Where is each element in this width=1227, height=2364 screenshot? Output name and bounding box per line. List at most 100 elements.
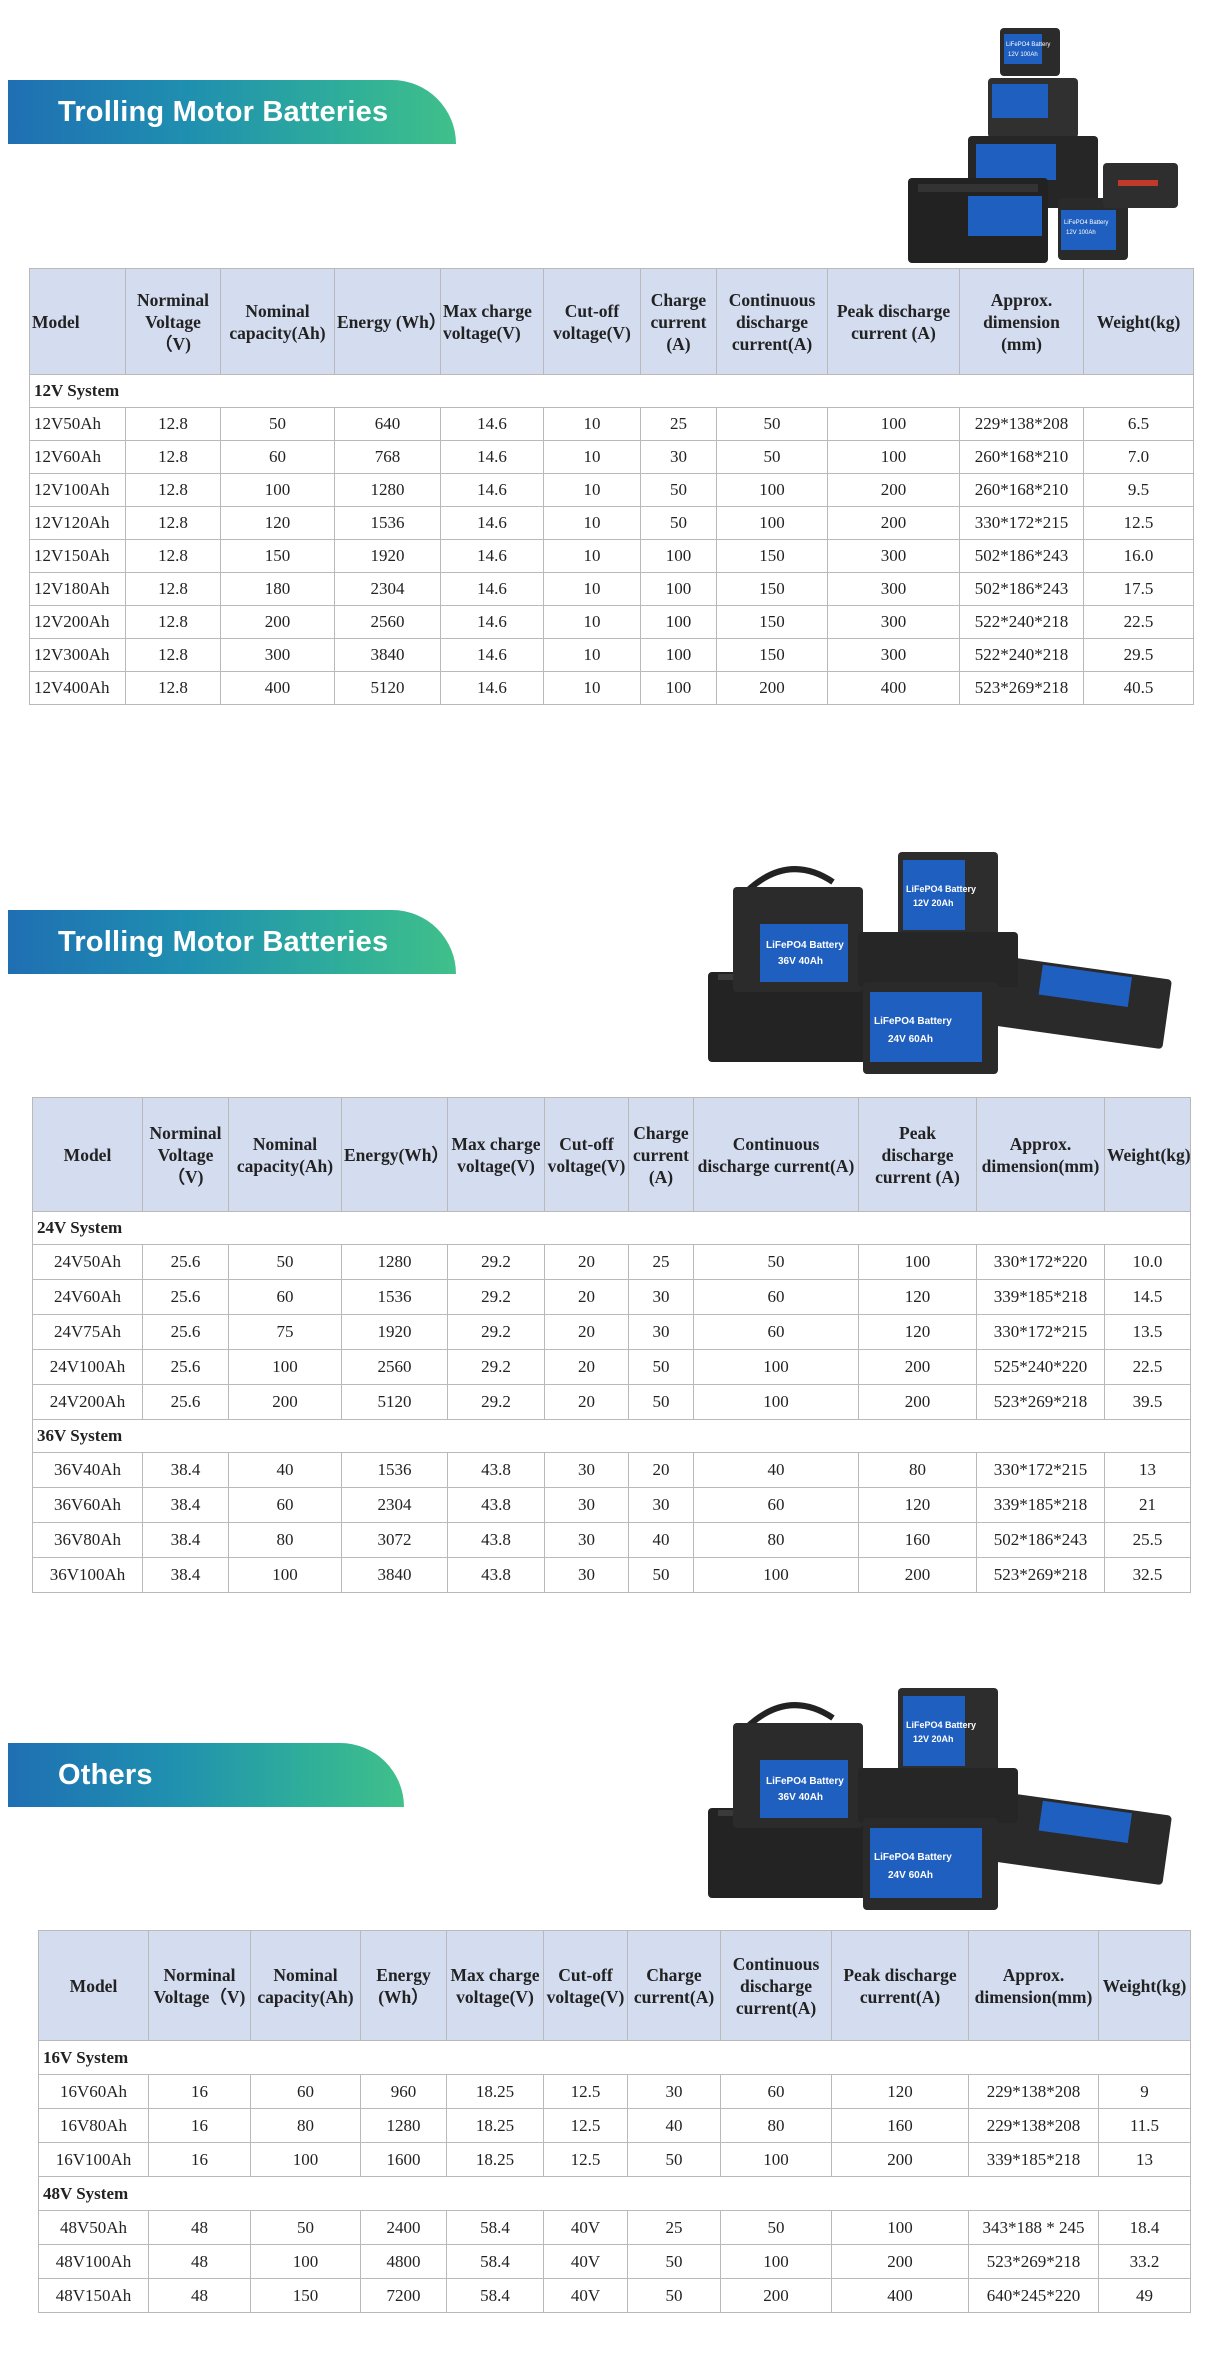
spec-cell: 14.6 [440, 506, 544, 540]
spec-cell: 523*269*218 [976, 1557, 1105, 1593]
svg-text:12V 100Ah: 12V 100Ah [1008, 52, 1038, 58]
model-cell: 12V60Ah [29, 440, 126, 474]
spec-cell: 330*172*220 [976, 1244, 1105, 1280]
spec-cell: 10 [543, 572, 641, 606]
spec-cell: 13.5 [1104, 1314, 1191, 1350]
header-weight: Weight(kg) [1083, 268, 1194, 375]
header-charge-current: Charge current (A) [628, 1097, 694, 1212]
spec-cell: 10 [543, 638, 641, 672]
group-label: 24V System [32, 1211, 1191, 1245]
spec-cell: 1536 [334, 506, 441, 540]
header-charge-current: Charge current (A) [640, 268, 717, 375]
spec-cell: 25.6 [142, 1279, 229, 1315]
spec-cell: 60 [693, 1487, 859, 1523]
spec-cell: 12.8 [125, 506, 221, 540]
spec-cell: 18.25 [446, 2074, 544, 2109]
spec-cell: 25.6 [142, 1244, 229, 1280]
spec-cell: 30 [544, 1452, 629, 1488]
spec-cell: 100 [716, 506, 828, 540]
spec-cell: 2560 [341, 1349, 448, 1385]
svg-text:24V 60Ah: 24V 60Ah [888, 1034, 933, 1045]
spec-cell: 150 [716, 638, 828, 672]
header-weight: Weight(kg) [1104, 1097, 1191, 1212]
spec-cell: 50 [627, 2278, 721, 2313]
spec-cell: 522*240*218 [959, 605, 1084, 639]
spec-cell: 18.25 [446, 2108, 544, 2143]
model-cell: 36V80Ah [32, 1522, 143, 1558]
section-banner: Trolling Motor Batteries [8, 910, 456, 974]
spec-cell: 150 [716, 539, 828, 573]
spec-cell: 29.2 [447, 1384, 545, 1420]
spec-cell: 43.8 [447, 1557, 545, 1593]
spec-cell: 120 [858, 1314, 977, 1350]
spec-cell: 16.0 [1083, 539, 1194, 573]
spec-cell: 100 [858, 1244, 977, 1280]
model-cell: 12V150Ah [29, 539, 126, 573]
spec-cell: 30 [544, 1487, 629, 1523]
spec-cell: 200 [228, 1384, 342, 1420]
spec-cell: 3840 [341, 1557, 448, 1593]
spec-cell: 522*240*218 [959, 638, 1084, 672]
svg-text:LiFePO4 Battery: LiFePO4 Battery [906, 884, 976, 894]
spec-cell: 50 [628, 1384, 694, 1420]
spec-cell: 640 [334, 407, 441, 441]
spec-table-24v-36v: Model Norminal Voltage （V) Nominal capac… [32, 1097, 1191, 1593]
spec-cell: 50 [628, 1349, 694, 1385]
model-cell: 24V60Ah [32, 1279, 143, 1315]
spec-cell: 40V [543, 2210, 628, 2245]
header-peak: Peak discharge current (A) [858, 1097, 977, 1212]
spec-cell: 343*188 * 245 [968, 2210, 1099, 2245]
spec-cell: 29.5 [1083, 638, 1194, 672]
spec-cell: 300 [827, 572, 960, 606]
spec-cell: 16 [148, 2108, 251, 2143]
spec-cell: 29.2 [447, 1314, 545, 1350]
section-banner: Trolling Motor Batteries [8, 80, 456, 144]
header-energy: Energy (Wh） [334, 268, 441, 375]
spec-cell: 339*185*218 [968, 2142, 1099, 2177]
spec-cell: 200 [827, 506, 960, 540]
spec-cell: 229*138*208 [968, 2108, 1099, 2143]
spec-cell: 43.8 [447, 1522, 545, 1558]
group-header-row: 24V System [32, 1211, 1191, 1245]
spec-cell: 14.5 [1104, 1279, 1191, 1315]
spec-cell: 12.8 [125, 671, 221, 705]
spec-cell: 20 [544, 1349, 629, 1385]
model-cell: 16V100Ah [38, 2142, 149, 2177]
model-cell: 24V200Ah [32, 1384, 143, 1420]
spec-cell: 3840 [334, 638, 441, 672]
spec-cell: 40V [543, 2278, 628, 2313]
spec-cell: 5120 [341, 1384, 448, 1420]
spec-cell: 12.8 [125, 605, 221, 639]
spec-cell: 43.8 [447, 1452, 545, 1488]
spec-cell: 21 [1104, 1487, 1191, 1523]
header-energy: Energy(Wh） [341, 1097, 448, 1212]
group-label: 48V System [38, 2176, 1191, 2211]
svg-text:12V 20Ah: 12V 20Ah [913, 1734, 954, 1744]
spec-cell: 200 [858, 1557, 977, 1593]
spec-cell: 200 [220, 605, 335, 639]
spec-cell: 120 [858, 1279, 977, 1315]
spec-cell: 48 [148, 2278, 251, 2313]
spec-cell: 6.5 [1083, 407, 1194, 441]
header-voltage: Norminal Voltage （V) [125, 268, 221, 375]
spec-cell: 38.4 [142, 1557, 229, 1593]
spec-cell: 260*168*210 [959, 440, 1084, 474]
spec-cell: 4800 [360, 2244, 447, 2279]
spec-cell: 400 [831, 2278, 969, 2313]
spec-cell: 60 [250, 2074, 361, 2109]
spec-cell: 100 [228, 1557, 342, 1593]
spec-cell: 100 [716, 473, 828, 507]
stacked-battery-product-photo: LiFePO4 Battery 12V 100Ah LiFePO4 Batter… [908, 18, 1193, 268]
spec-cell: 50 [720, 2210, 832, 2245]
spec-cell: 60 [228, 1487, 342, 1523]
spec-cell: 40 [228, 1452, 342, 1488]
svg-text:24V 60Ah: 24V 60Ah [888, 1870, 933, 1881]
